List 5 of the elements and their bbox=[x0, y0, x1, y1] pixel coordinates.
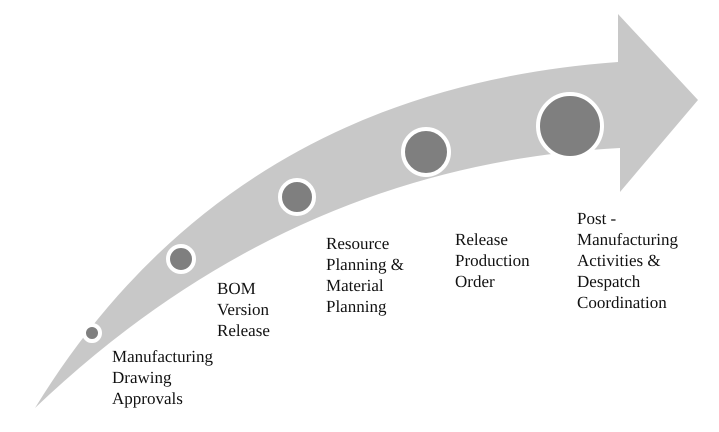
milestone-label: Release Production Order bbox=[455, 229, 531, 292]
milestone-label: Resource Planning & Material Planning bbox=[326, 233, 405, 317]
milestone-label: Post - Manufacturing Activities & Despatch Coordination bbox=[577, 208, 680, 313]
milestone-label: BOM Version Release bbox=[217, 278, 271, 341]
milestone-label: Manufacturing Drawing Approvals bbox=[112, 346, 214, 409]
